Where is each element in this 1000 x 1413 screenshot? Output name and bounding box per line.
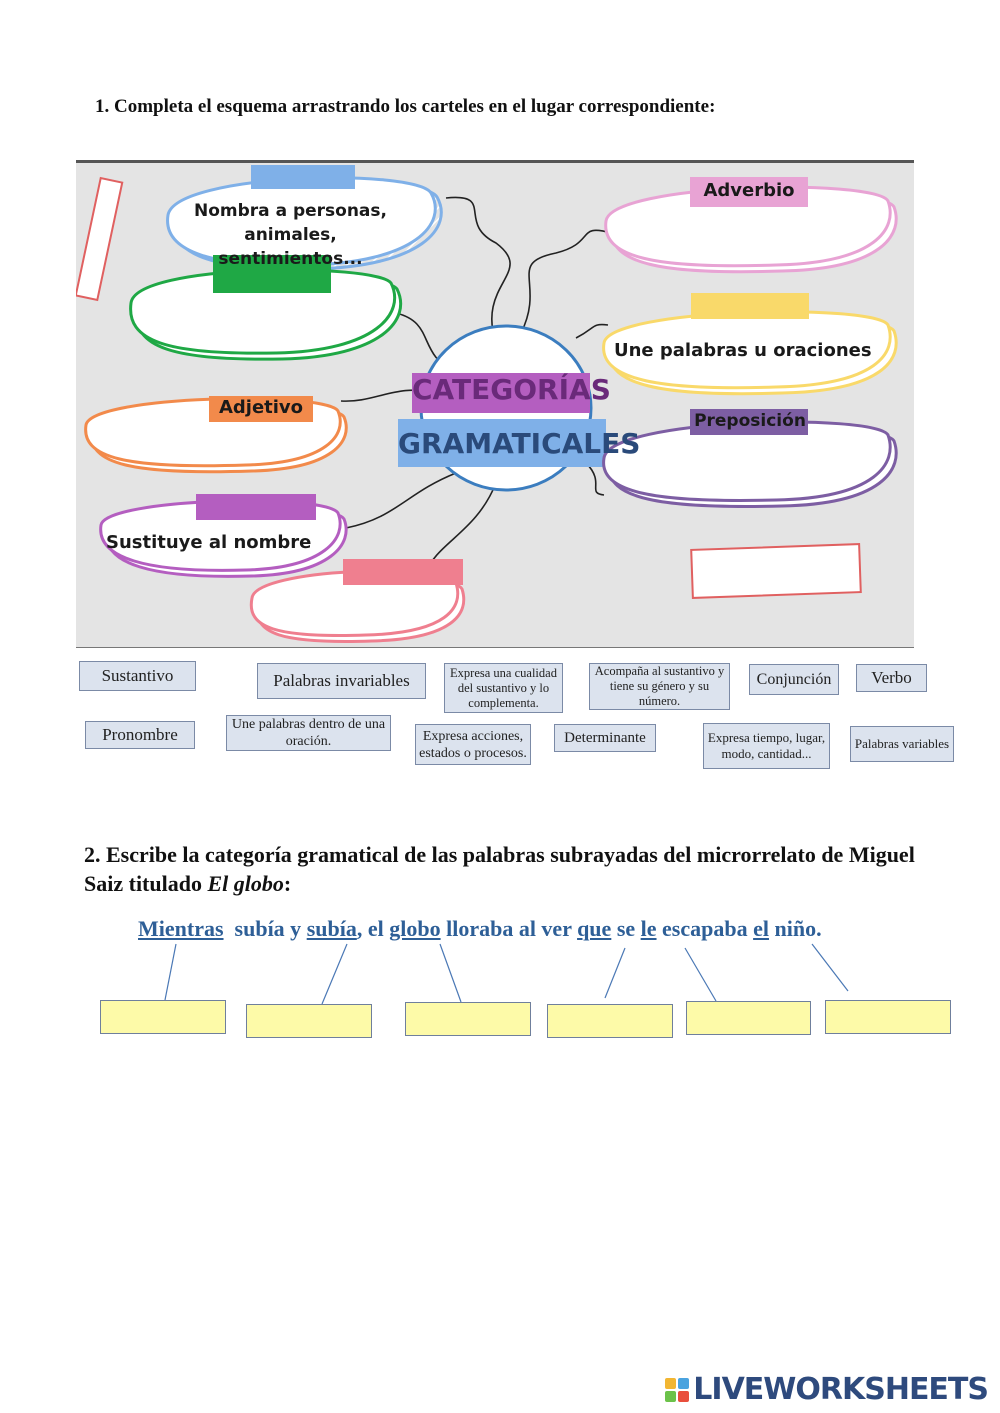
story-text-3: lloraba al ver <box>440 916 578 941</box>
nouns-description: Nombra a personas, animales, sentimiento… <box>178 199 403 271</box>
title-categorias: CATEGORÍAS <box>412 373 611 406</box>
bubble-adverb <box>604 177 898 274</box>
conjunction-description: Une palabras u oraciones <box>614 340 872 361</box>
red-box <box>690 543 862 599</box>
card-expresa-tiempo[interactable]: Expresa tiempo, lugar, modo, cantidad... <box>703 723 830 769</box>
answer-box-4[interactable] <box>547 1004 673 1038</box>
liveworksheets-logo: LIVEWORKSHEETS <box>665 1372 989 1407</box>
answer-box-6[interactable] <box>825 1000 951 1034</box>
card-pronombre[interactable]: Pronombre <box>85 721 195 749</box>
bubble-blue <box>166 165 443 271</box>
bubble-violet <box>602 409 898 508</box>
microstory: Mientras subía y subía, el globo lloraba… <box>138 916 822 942</box>
card-acompana-sustantivo[interactable]: Acompaña al sustantivo y tiene su género… <box>589 663 730 710</box>
card-expresa-cualidad[interactable]: Expresa una cualidad del sustantivo y lo… <box>444 663 563 713</box>
center-circle <box>398 324 606 492</box>
card-verbo[interactable]: Verbo <box>856 664 927 692</box>
title-gramaticales: GRAMATICALES <box>398 427 641 460</box>
question-2-colon: : <box>283 871 292 896</box>
card-palabras-variables[interactable]: Palabras variables <box>850 726 954 762</box>
story-text-2: , el <box>356 916 390 941</box>
card-conjuncion[interactable]: Conjunción <box>749 664 839 695</box>
story-title: El globo <box>207 871 284 896</box>
answer-box-1[interactable] <box>100 1000 226 1034</box>
bubble-pink <box>249 559 466 643</box>
underlined-word-3: globo <box>389 916 441 941</box>
logo-icon <box>665 1377 690 1402</box>
underlined-word-5: le <box>640 916 657 941</box>
answer-box-2[interactable] <box>246 1004 372 1038</box>
tag-preposicion: Preposición <box>694 411 806 431</box>
underlined-word-2: subía <box>306 916 357 941</box>
card-determinante[interactable]: Determinante <box>554 724 656 752</box>
bubble-purple <box>99 494 348 578</box>
answer-box-3[interactable] <box>405 1002 531 1036</box>
underlined-word-1: Mientras <box>138 916 224 941</box>
story-text-6: niño. <box>768 916 822 941</box>
concept-map: Nombra a personas, animales, sentimiento… <box>76 160 914 648</box>
story-text-5: escapaba <box>656 916 754 941</box>
question-2: 2. Escribe la categoría gramatical de la… <box>84 840 924 898</box>
card-sustantivo[interactable]: Sustantivo <box>79 661 196 691</box>
question-2-text: 2. Escribe la categoría gramatical de la… <box>84 842 915 896</box>
tag-adjetivo: Adjetivo <box>218 397 304 418</box>
bubble-orange <box>84 396 348 474</box>
logo-text: LIVEWORKSHEETS <box>693 1372 989 1407</box>
red-strip <box>76 176 124 302</box>
nouns-description-line-1: Nombra a personas, <box>194 201 387 221</box>
bubble-green <box>129 255 403 361</box>
question-1: 1. Completa el esquema arrastrando los c… <box>95 96 716 117</box>
story-text-4: se <box>611 916 641 941</box>
bubble-yellow <box>602 293 898 396</box>
answer-box-5[interactable] <box>686 1001 811 1035</box>
concept-map-graphic <box>76 165 898 643</box>
underlined-word-4: que <box>577 916 612 941</box>
nouns-description-line-2: animales, sentimientos... <box>218 225 363 269</box>
card-palabras-invariables[interactable]: Palabras invariables <box>257 663 426 699</box>
underlined-word-6: el <box>753 916 769 941</box>
card-expresa-acciones[interactable]: Expresa acciones, estados o procesos. <box>415 724 531 765</box>
card-une-palabras[interactable]: Une palabras dentro de una oración. <box>226 715 391 751</box>
pronoun-description: Sustituye al nombre <box>106 532 312 553</box>
tag-adverbio: Adverbio <box>703 180 795 201</box>
story-text-1: subía y <box>223 916 307 941</box>
